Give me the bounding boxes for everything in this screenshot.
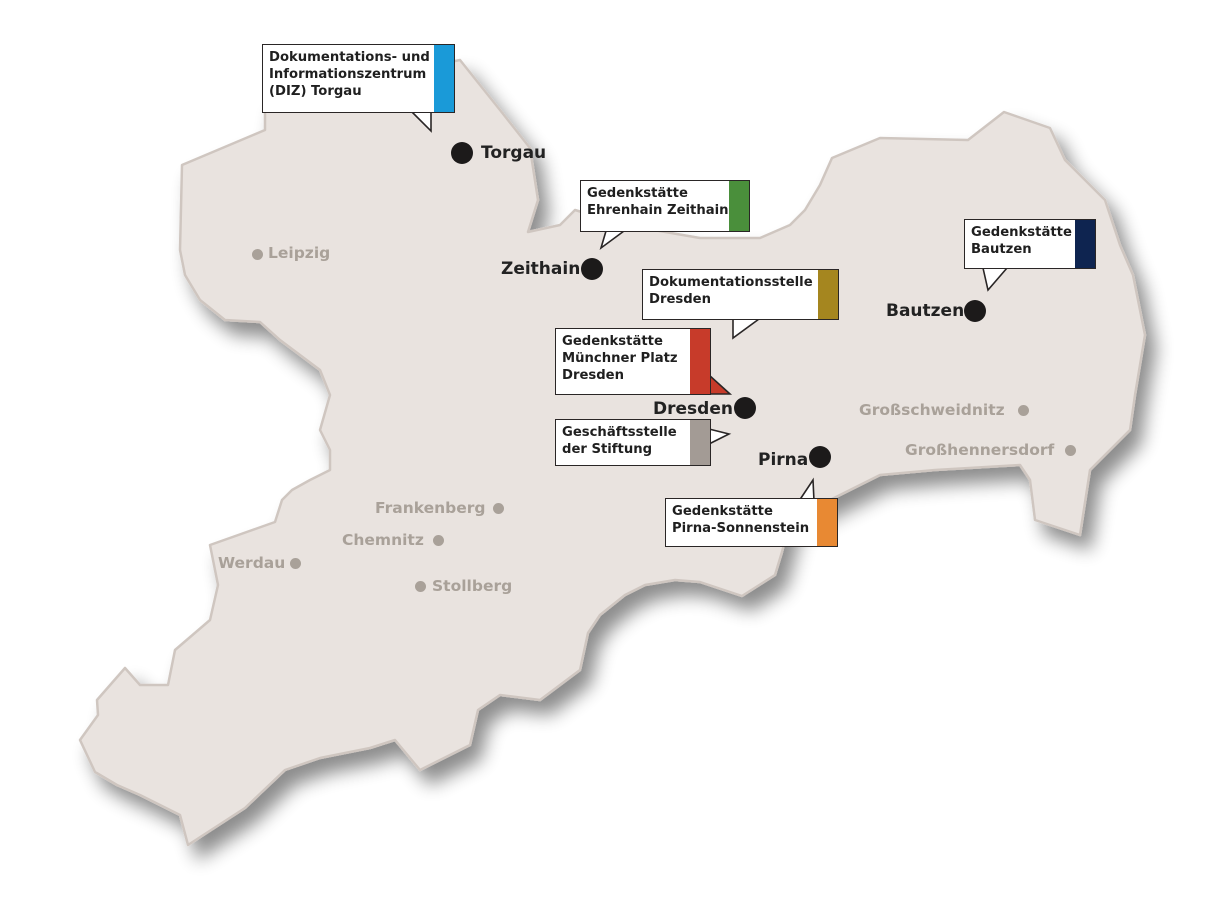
torgau-marker: [451, 142, 473, 164]
zeithain-callout-line: Gedenkstätte: [587, 186, 688, 201]
leipzig-label: Leipzig: [268, 244, 331, 262]
bautzen-marker: [964, 300, 986, 322]
werdau-label: Werdau: [218, 554, 286, 572]
pirna-callout-line: Gedenkstätte: [672, 504, 773, 519]
dresden-label: Dresden: [653, 399, 733, 419]
stiftung-accent-bar: [690, 420, 710, 465]
torgau-callout-line: Dokumentations- und: [269, 50, 430, 65]
grosshennersdorf-marker: [1065, 445, 1076, 456]
dokstelle-callout-line: Dresden: [649, 292, 712, 307]
dokstelle-callout: Dokumentationsstelle Dresden: [642, 269, 839, 320]
torgau-label: Torgau: [481, 143, 547, 163]
dresden-marker: [734, 397, 756, 419]
stollberg-label: Stollberg: [432, 577, 513, 595]
zeithain-callout: Gedenkstätte Ehrenhain Zeithain: [580, 180, 750, 232]
dokstelle-accent-bar: [818, 270, 838, 319]
pirna-callout: Gedenkstätte Pirna-Sonnenstein: [665, 498, 838, 547]
torgau-callout-line: Informationszentrum: [269, 67, 427, 82]
grosshennersdorf-label: Großhennersdorf: [905, 441, 1055, 459]
dokstelle-callout-line: Dokumentationsstelle: [649, 275, 813, 290]
zeithain-callout-line: Ehrenhain Zeithain: [587, 203, 729, 218]
zeithain-label: Zeithain: [501, 259, 581, 279]
muenchner-callout-line: Gedenkstätte: [562, 334, 663, 349]
stiftung-callout: Geschäftsstelle der Stiftung: [555, 419, 711, 466]
muenchner-accent-bar: [690, 329, 710, 394]
pirna-label: Pirna: [758, 450, 809, 470]
pirna-callout-line: Pirna-Sonnenstein: [672, 521, 810, 536]
stiftung-callout-line: Geschäftsstelle: [562, 425, 677, 440]
chemnitz-label: Chemnitz: [342, 531, 424, 549]
stiftung-callout-line: der Stiftung: [562, 442, 653, 457]
chemnitz-marker: [433, 535, 444, 546]
bautzen-label: Bautzen: [886, 301, 965, 321]
torgau-accent-bar: [434, 45, 454, 112]
grossschweidnitz-marker: [1018, 405, 1029, 416]
frankenberg-marker: [493, 503, 504, 514]
bautzen-callout-line: Gedenkstätte: [971, 225, 1072, 240]
zeithain-accent-bar: [729, 181, 749, 231]
bautzen-callout-line: Bautzen: [971, 242, 1032, 257]
pirna-accent-bar: [817, 499, 837, 546]
pirna-marker: [809, 446, 831, 468]
muenchner-callout-line: Münchner Platz: [562, 351, 678, 366]
torgau-callout: Dokumentations- und Informationszentrum …: [262, 44, 455, 113]
frankenberg-label: Frankenberg: [375, 499, 486, 517]
torgau-callout-line: (DIZ) Torgau: [269, 84, 362, 99]
leipzig-marker: [252, 249, 263, 260]
bautzen-callout: Gedenkstätte Bautzen: [964, 219, 1096, 269]
muenchner-callout: Gedenkstätte Münchner Platz Dresden: [555, 328, 711, 395]
bautzen-accent-bar: [1075, 220, 1095, 268]
stollberg-marker: [415, 581, 426, 592]
zeithain-marker: [581, 258, 603, 280]
muenchner-callout-line: Dresden: [562, 368, 625, 383]
grossschweidnitz-label: Großschweidnitz: [859, 401, 1005, 419]
werdau-marker: [290, 558, 301, 569]
